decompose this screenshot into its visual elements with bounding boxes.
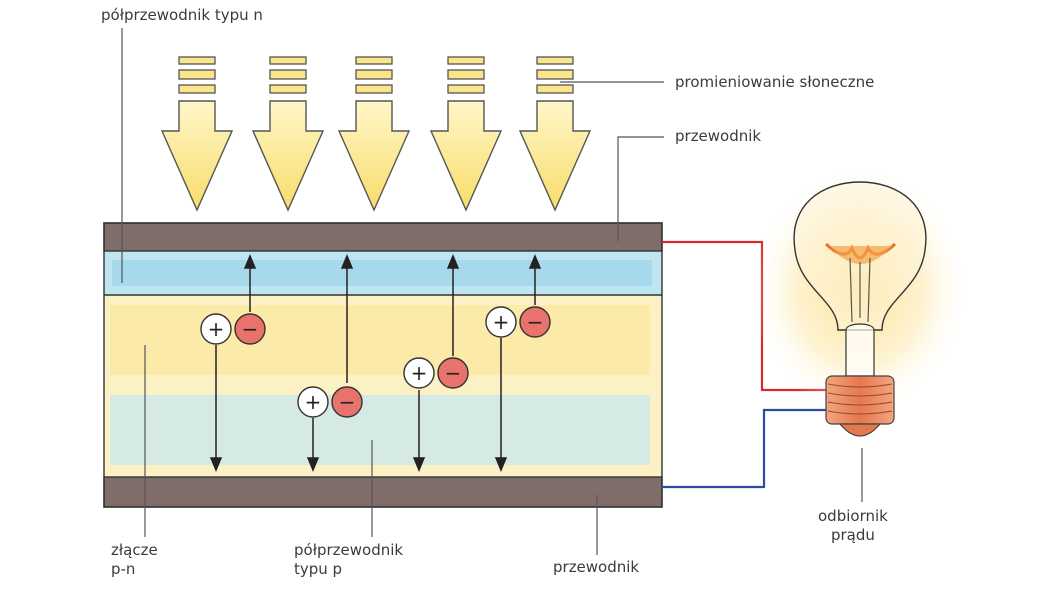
minus-sign: −: [339, 390, 356, 414]
n-type-label: półprzewodnik typu n: [101, 6, 263, 24]
blue-wire: [662, 408, 826, 489]
bottom-conductor: [103, 476, 663, 508]
n-type-shading: [112, 260, 652, 286]
sun-arrow: [160, 56, 234, 212]
pn-junction-label-line2: p-n: [111, 560, 136, 578]
conductor-bottom-label: przewodnik: [553, 558, 640, 576]
sun-arrow: [518, 56, 592, 212]
p-type-label-line1: półprzewodnik: [294, 541, 404, 559]
solar-radiation-arrows: [160, 56, 592, 212]
p-type-label-line2: typu p: [294, 560, 343, 578]
conductor-top-label: przewodnik: [675, 127, 762, 145]
sun-arrow: [429, 56, 503, 212]
charge-pair: + −: [297, 386, 363, 418]
charge-pair: + −: [403, 357, 469, 389]
p-type-shading-yellow: [110, 305, 650, 375]
leader-lines: [121, 28, 863, 555]
filament-supports: [849, 257, 871, 323]
charge-pair: + −: [485, 306, 551, 338]
light-bulb: [750, 165, 970, 437]
load-label-line2: prądu: [830, 526, 875, 544]
charge-pairs: + − + − + − + −: [200, 306, 551, 418]
sun-arrow: [337, 56, 411, 212]
bulb-thread: [827, 383, 893, 415]
pn-junction-label: złącze p-n: [111, 541, 158, 579]
sun-arrow: [251, 56, 325, 212]
solar-cell: [103, 222, 663, 508]
bulb-stem: [845, 323, 875, 377]
bulb-base: [825, 375, 895, 425]
load-label-line1: odbiornik: [818, 507, 888, 525]
filament-glow: [830, 246, 892, 264]
plus-sign: +: [208, 317, 225, 341]
plus-sign: +: [411, 361, 428, 385]
minus-sign: −: [242, 317, 259, 341]
bulb-tip: [838, 423, 882, 437]
p-type-shading-blue: [110, 395, 650, 465]
solar-radiation-label: promieniowanie słoneczne: [675, 73, 875, 91]
leader-conductor-top: [617, 136, 664, 241]
charge-pair: + −: [200, 313, 266, 345]
cell-outline: [103, 222, 663, 508]
top-conductor: [103, 222, 663, 252]
plus-sign: +: [305, 390, 322, 414]
plus-sign: +: [493, 310, 510, 334]
p-type-label: półprzewodnik typu p: [294, 541, 403, 579]
pn-junction-label-line1: złącze: [111, 541, 158, 559]
load-label: odbiornik prądu: [818, 507, 888, 545]
carrier-arrows: [209, 254, 542, 472]
minus-sign: −: [445, 361, 462, 385]
minus-sign: −: [527, 310, 544, 334]
